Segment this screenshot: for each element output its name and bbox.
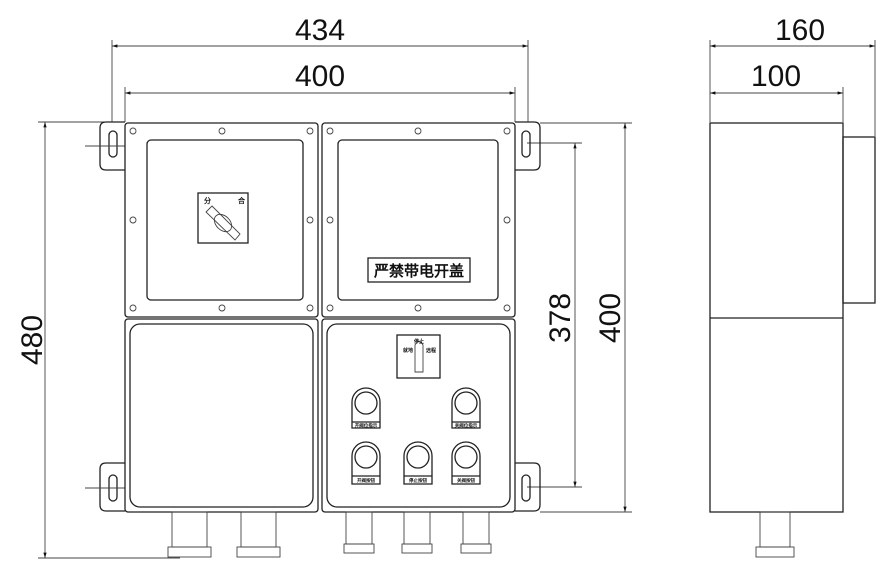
side-view	[709, 122, 876, 558]
dim-400-height: 400	[594, 293, 627, 343]
isolator-switch[interactable]	[197, 192, 249, 244]
dim-378: 378	[544, 293, 577, 343]
isolator-off-label: 分	[204, 196, 211, 205]
open-indicator-lamp	[351, 387, 381, 429]
dimension-lines	[38, 40, 876, 559]
dim-434: 434	[295, 14, 345, 47]
selector-remote-label: 远程	[426, 347, 436, 354]
dim-100: 100	[751, 60, 801, 93]
open-indicator-label: 开阀位指示	[355, 422, 378, 429]
warning-sign-text: 严禁带电开盖	[373, 262, 464, 280]
close-valve-button[interactable]	[451, 441, 481, 485]
open-button-label: 开阀按钮	[357, 477, 375, 484]
local-remote-selector[interactable]	[396, 334, 441, 379]
close-indicator-lamp	[451, 387, 481, 429]
cable-glands	[167, 511, 492, 558]
stop-button[interactable]	[403, 441, 433, 485]
stop-button-label: 停止按钮	[409, 477, 427, 484]
selector-stop-label: 停止	[414, 338, 424, 345]
front-view	[85, 121, 541, 558]
selector-local-label: 就地	[403, 347, 413, 354]
open-valve-button[interactable]	[351, 441, 381, 485]
warning-sign	[367, 257, 471, 283]
dim-480: 480	[16, 315, 49, 365]
dim-160: 160	[775, 14, 825, 47]
close-button-label: 关阀按钮	[457, 477, 475, 484]
close-indicator-label: 关阀位指示	[455, 422, 478, 429]
dim-400-width: 400	[295, 60, 345, 93]
isolator-on-label: 合	[237, 196, 246, 205]
